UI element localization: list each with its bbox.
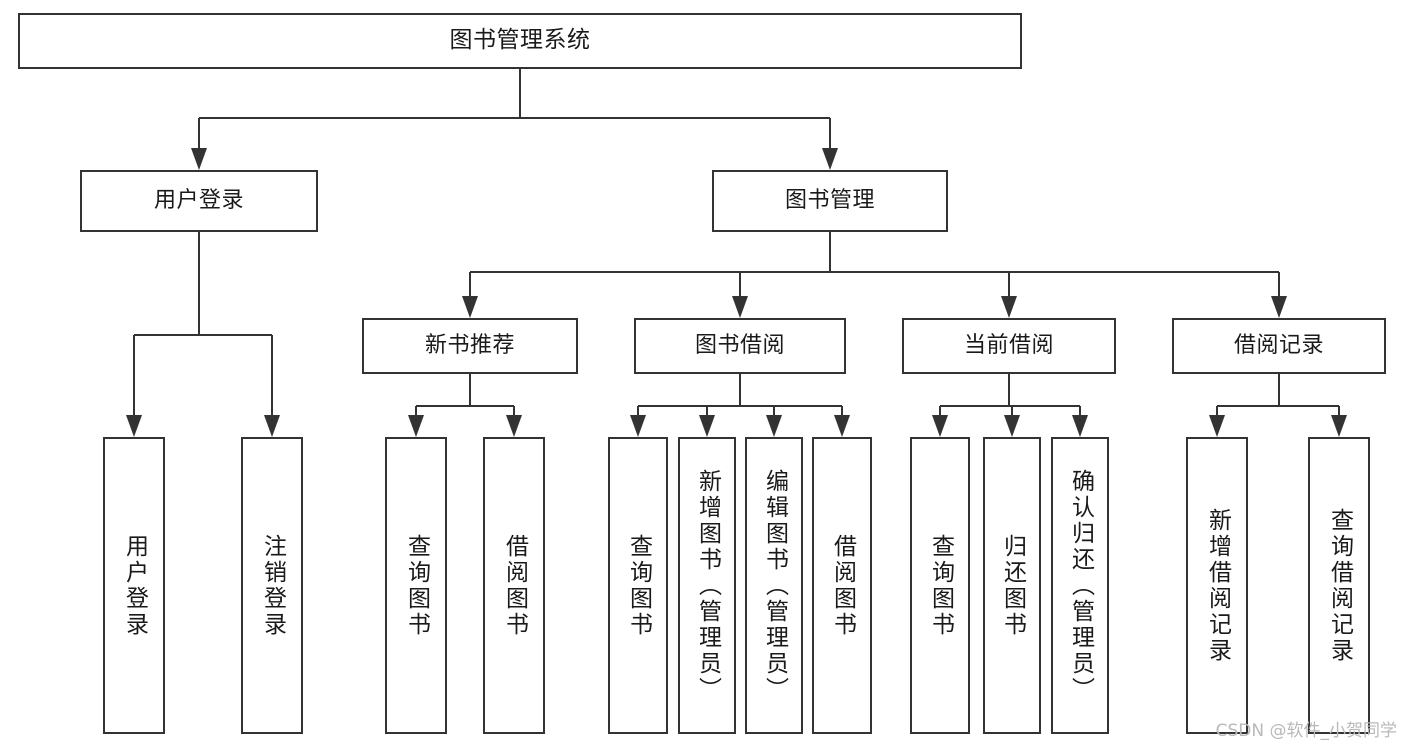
connector-root-to-level2	[191, 69, 838, 170]
leaf-node-leaf-borrow-book[interactable]: 借阅图书	[812, 437, 872, 734]
leaf-node-leaf-borrow-book-label: 借阅图书	[829, 533, 856, 638]
leaf-node-leaf-return-book-label: 归还图书	[999, 533, 1026, 638]
leaf-node-leaf-edit-book-admin[interactable]: 编辑图书（管理员）	[745, 437, 803, 734]
leaf-node-leaf-edit-book-admin-label: 编辑图书（管理员）	[761, 468, 788, 703]
leaf-node-leaf-add-book-admin-label: 新增图书（管理员）	[694, 468, 721, 703]
connector-user-login-to-leaves	[126, 232, 280, 437]
leaf-node-leaf-query-book-new[interactable]: 查询图书	[385, 437, 447, 734]
level2-node-user-login[interactable]: 用户登录	[80, 170, 318, 232]
csdn-watermark: CSDN @软件_小贺同学	[1215, 721, 1397, 741]
connector-book-borrow-to-leaves	[630, 374, 850, 437]
leaf-node-leaf-confirm-return-admin[interactable]: 确认归还（管理员）	[1051, 437, 1109, 734]
leaf-node-leaf-add-book-admin[interactable]: 新增图书（管理员）	[678, 437, 736, 734]
level2-node-book-management[interactable]: 图书管理	[712, 170, 948, 232]
leaf-node-leaf-logout-label: 注销登录	[259, 533, 286, 638]
root-node[interactable]: 图书管理系统	[18, 13, 1022, 69]
leaf-node-leaf-user-login[interactable]: 用户登录	[103, 437, 165, 734]
level3-node-borrow-record-label: 借阅记录	[1233, 333, 1324, 359]
level3-node-borrow-record[interactable]: 借阅记录	[1172, 318, 1386, 374]
connector-book-management-to-level3	[462, 232, 1287, 318]
leaf-node-leaf-borrow-book-new[interactable]: 借阅图书	[483, 437, 545, 734]
level3-node-current-borrow[interactable]: 当前借阅	[902, 318, 1116, 374]
leaf-node-leaf-add-borrow-record[interactable]: 新增借阅记录	[1186, 437, 1248, 734]
level3-node-new-book-recommend[interactable]: 新书推荐	[362, 318, 578, 374]
leaf-node-leaf-logout[interactable]: 注销登录	[241, 437, 303, 734]
root-node-label: 图书管理系统	[449, 27, 591, 54]
leaf-node-leaf-add-borrow-record-label: 新增借阅记录	[1204, 507, 1231, 664]
level3-node-new-book-recommend-label: 新书推荐	[424, 333, 515, 359]
leaf-node-leaf-query-book-new-label: 查询图书	[403, 533, 430, 638]
leaf-node-leaf-query-book-borrow[interactable]: 查询图书	[608, 437, 668, 734]
leaf-node-leaf-confirm-return-admin-label: 确认归还（管理员）	[1067, 468, 1094, 703]
leaf-node-leaf-return-book[interactable]: 归还图书	[983, 437, 1041, 734]
connector-new-book-to-leaves	[408, 374, 522, 437]
leaf-node-leaf-user-login-label: 用户登录	[121, 533, 148, 638]
leaf-node-leaf-query-book-current-label: 查询图书	[927, 533, 954, 638]
level3-node-book-borrow-label: 图书借阅	[694, 333, 785, 359]
leaf-node-leaf-query-borrow-record-label: 查询借阅记录	[1326, 507, 1353, 664]
leaf-node-leaf-query-book-current[interactable]: 查询图书	[910, 437, 970, 734]
level3-node-current-borrow-label: 当前借阅	[963, 333, 1054, 359]
connector-borrow-record-to-leaves	[1209, 374, 1347, 437]
connector-current-borrow-to-leaves	[932, 374, 1088, 437]
level2-node-user-login-label: 用户登录	[153, 188, 244, 214]
leaf-node-leaf-query-borrow-record[interactable]: 查询借阅记录	[1308, 437, 1370, 734]
level2-node-book-management-label: 图书管理	[784, 188, 875, 214]
leaf-node-leaf-query-book-borrow-label: 查询图书	[625, 533, 652, 638]
leaf-node-leaf-borrow-book-new-label: 借阅图书	[501, 533, 528, 638]
level3-node-book-borrow[interactable]: 图书借阅	[634, 318, 846, 374]
